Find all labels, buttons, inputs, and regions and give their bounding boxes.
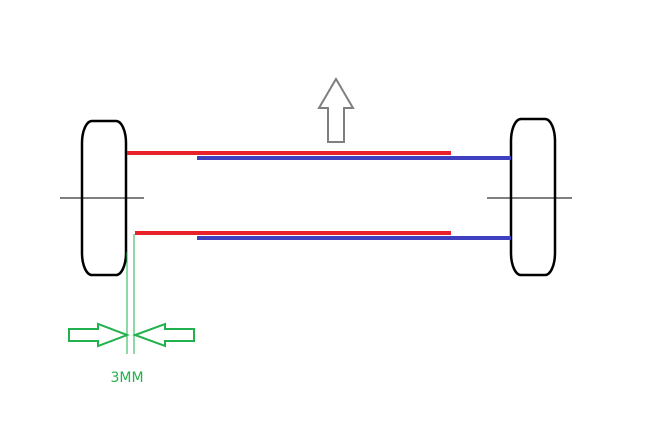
arrow-up-icon	[317, 77, 355, 143]
right-wheel	[509, 117, 557, 277]
arrow-right-icon	[68, 322, 130, 348]
dimension-label: 3MM	[110, 370, 143, 386]
left-wheel	[80, 119, 128, 277]
arrow-left-icon	[132, 322, 195, 348]
